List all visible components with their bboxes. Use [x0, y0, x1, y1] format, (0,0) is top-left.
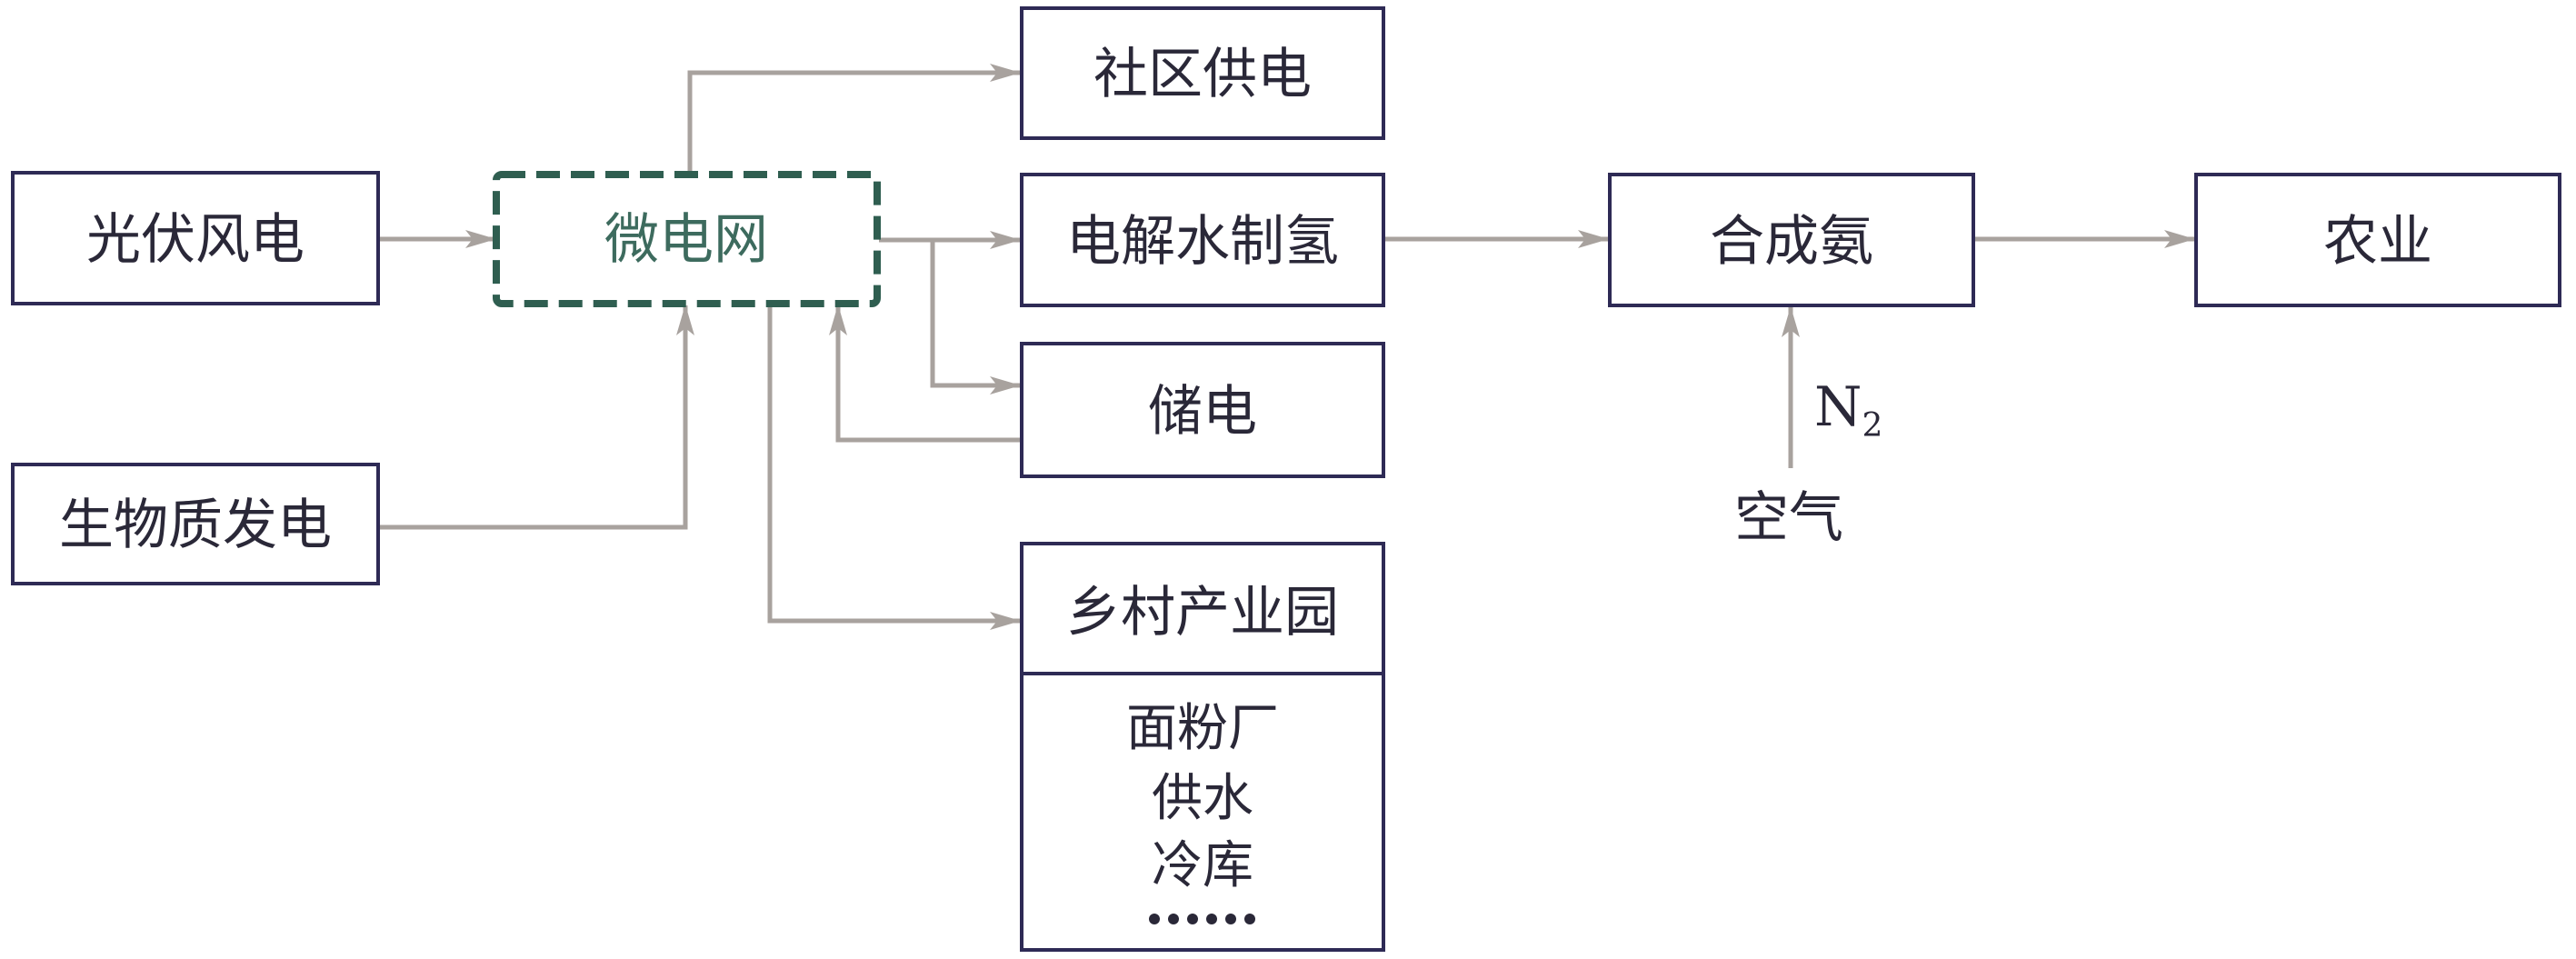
node-microgrid: 微电网: [493, 171, 881, 307]
node-microgrid-label: 微电网: [604, 208, 768, 272]
n2-base: N: [1814, 375, 1862, 439]
node-storage: 储电: [1020, 342, 1385, 478]
park-item-ellipsis: [1149, 914, 1255, 924]
node-electrolysis: 电解水制氢: [1020, 173, 1385, 307]
node-industrial-park-label: 乡村产业园: [1066, 581, 1339, 644]
nodes: 光伏风电 生物质发电 微电网 社区供电 电解水制氢 储电: [11, 6, 2561, 952]
park-item-cold-storage: 冷库: [1152, 836, 1253, 895]
edge-microgrid-to-park: [767, 305, 1021, 630]
node-agriculture: 农业: [2194, 173, 2561, 307]
node-community-supply-label: 社区供电: [1093, 43, 1312, 106]
n2-subscript: 2: [1862, 407, 1883, 445]
node-pv-wind-label: 光伏风电: [86, 208, 305, 272]
node-ammonia-label: 合成氨: [1710, 210, 1873, 274]
air-label: 空气: [1734, 486, 1843, 550]
node-biomass-label: 生物质发电: [59, 494, 332, 557]
node-storage-label: 储电: [1148, 380, 1257, 444]
edge-storage-to-microgrid: [829, 305, 1022, 443]
connectors: [380, 64, 2195, 630]
node-industrial-park: 乡村产业园 面粉厂 供水 冷库: [1020, 542, 1385, 952]
node-agriculture-label: 农业: [2323, 210, 2432, 274]
n2-label: N2: [1814, 375, 1882, 445]
edge-biomass-to-microgrid: [380, 305, 694, 530]
node-community-supply: 社区供电: [1020, 6, 1385, 140]
edge-microgrid-to-community: [687, 64, 1021, 173]
edge-microgrid-to-storage: [930, 240, 1021, 395]
node-ammonia: 合成氨: [1608, 173, 1975, 307]
park-item-water-supply: 供水: [1152, 769, 1253, 828]
node-biomass: 生物质发电: [11, 463, 380, 585]
park-item-flour-mill: 面粉厂: [1126, 699, 1279, 758]
node-electrolysis-label: 电解水制氢: [1066, 210, 1339, 274]
node-pv-wind: 光伏风电: [11, 171, 380, 305]
